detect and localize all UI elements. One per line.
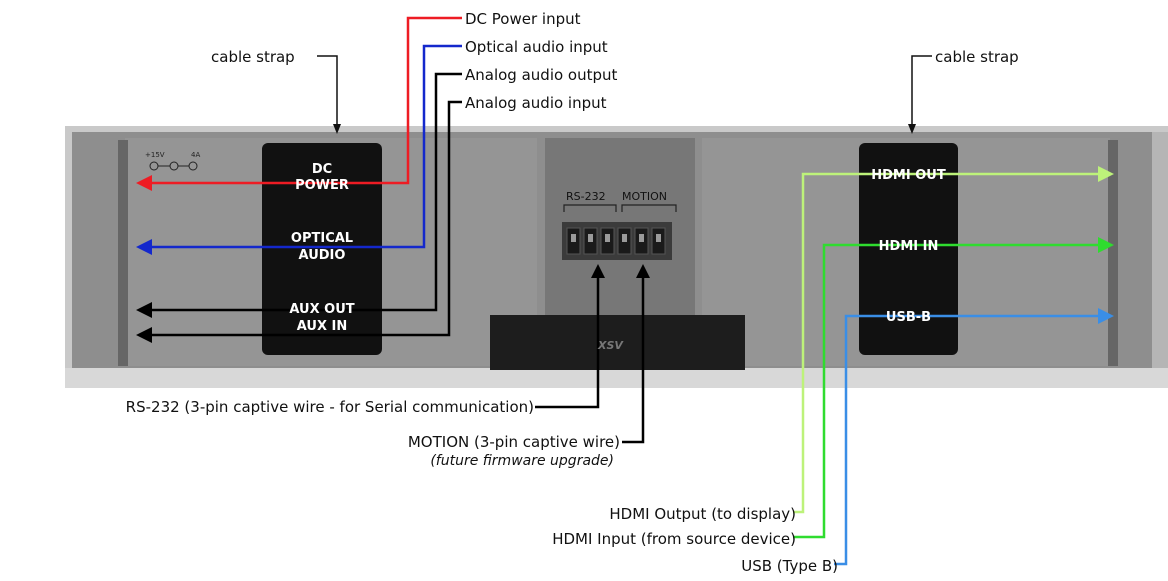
dc-polarity-icon	[149, 161, 198, 171]
motion-callout: MOTION (3-pin captive wire)	[407, 433, 620, 451]
terminal-pin-screw	[656, 234, 661, 242]
usb-leader	[834, 314, 1098, 566]
motion-leader	[622, 278, 645, 444]
motion-port-label: MOTION	[622, 190, 667, 203]
panel-aux-out-label: AUX OUT	[289, 302, 355, 317]
dc-voltage-spec: +15V	[145, 151, 165, 159]
analog-in-leader-arrowhead	[136, 327, 152, 343]
analog-out-leader	[150, 72, 462, 312]
optical-leader	[150, 44, 462, 249]
device-logo: XSV	[598, 339, 623, 352]
rs232-leader-arrowhead	[591, 264, 605, 278]
hdmi-input-leader	[793, 243, 1098, 539]
panel-power-label: POWER	[295, 178, 349, 193]
hdmi-input-leader-arrowhead	[1098, 237, 1114, 253]
cable-strap-right-label: cable strap	[935, 48, 1019, 66]
edge-shadow-right	[1108, 140, 1118, 366]
panel-hdmi-out-label: HDMI OUT	[871, 168, 946, 183]
panel-optical-label: OPTICAL	[290, 231, 354, 246]
analog-in-callout: Analog audio input	[465, 94, 607, 112]
motion-leader-arrowhead	[636, 264, 650, 278]
hdmi-output-leader-arrowhead	[1098, 166, 1114, 182]
cable-strap-left-arrow	[333, 124, 341, 134]
panel-usb-b-label: USB-B	[885, 310, 932, 325]
terminal-pin-screw	[622, 234, 627, 242]
dc-power-callout: DC Power input	[465, 10, 581, 28]
optical-leader-arrowhead	[136, 239, 152, 255]
panel-right	[859, 143, 958, 355]
hdmi-output-leader	[793, 172, 1098, 514]
cable-strap-left-label: cable strap	[211, 48, 295, 66]
hdmi-input-callout: HDMI Input (from source device)	[552, 530, 796, 548]
analog-in-leader	[150, 100, 462, 337]
center-stand	[490, 315, 745, 370]
panel-hdmi-in-label: HDMI IN	[878, 239, 939, 254]
terminal-pin-screw	[588, 234, 593, 242]
rs232-leader	[535, 278, 600, 409]
motion-bracket	[621, 204, 677, 212]
optical-callout: Optical audio input	[465, 38, 608, 56]
usb-leader-arrowhead	[1098, 308, 1114, 324]
cable-strap-left-leader	[317, 55, 338, 124]
dc-power-leader-arrowhead	[136, 175, 152, 191]
analog-out-callout: Analog audio output	[465, 66, 618, 84]
rs232-callout: RS-232 (3-pin captive wire - for Serial …	[125, 398, 534, 416]
terminal-pin-screw	[571, 234, 576, 242]
cable-strap-right-leader	[911, 55, 932, 124]
panel-dc-label: DC	[311, 162, 333, 177]
analog-out-leader-arrowhead	[136, 302, 152, 318]
dc-amp-spec: 4A	[191, 151, 201, 159]
panel-aux-in-label: AUX IN	[296, 319, 348, 334]
motion-note: (future firmware upgrade)	[430, 453, 614, 469]
panel-left	[262, 143, 382, 355]
terminal-pin-screw	[605, 234, 610, 242]
dc-power-leader	[150, 16, 462, 185]
hdmi-output-callout: HDMI Output (to display)	[609, 505, 796, 523]
device-bottom-edge	[65, 368, 1168, 388]
edge-right-cap	[1152, 132, 1168, 368]
usb-callout: USB (Type B)	[741, 557, 838, 575]
edge-shadow-left	[118, 140, 128, 366]
panel-audio-label: AUDIO	[298, 248, 346, 263]
cable-strap-right-arrow	[908, 124, 916, 134]
rs232-port-label: RS-232	[566, 190, 606, 203]
terminal-pin-screw	[639, 234, 644, 242]
rs232-bracket	[563, 204, 617, 212]
